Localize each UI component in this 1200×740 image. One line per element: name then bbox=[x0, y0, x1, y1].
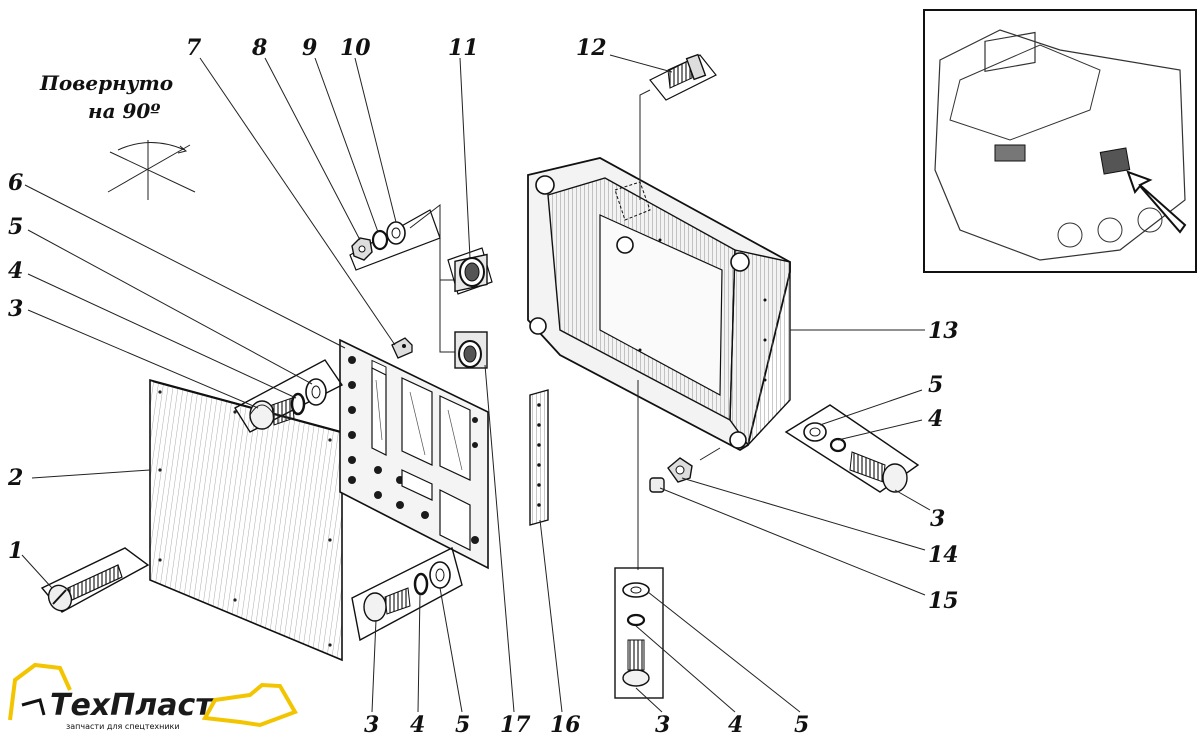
label-5-right: 5 bbox=[928, 372, 943, 398]
instrument-mounting-plate bbox=[339, 338, 489, 570]
front-cover-panel bbox=[149, 378, 347, 662]
slotted-screw bbox=[40, 547, 150, 613]
label-5-bottom-left: 5 bbox=[455, 712, 470, 738]
electrical-connector-lower bbox=[439, 280, 488, 369]
label-5: 5 bbox=[8, 214, 23, 240]
label-15: 15 bbox=[928, 588, 959, 614]
part-labels: 1 2 3 4 5 6 7 8 9 10 11 12 13 5 4 3 14 1… bbox=[7, 35, 959, 738]
label-6: 6 bbox=[8, 170, 23, 196]
vehicle-location-inset bbox=[923, 9, 1197, 273]
instrument-housing-box bbox=[527, 157, 791, 452]
rotation-note: Повернуто на 90º bbox=[39, 71, 196, 200]
small-bracket bbox=[391, 337, 413, 359]
label-3-bottom-left: 3 bbox=[364, 712, 379, 738]
label-3: 3 bbox=[8, 296, 23, 322]
rotation-axes-icon bbox=[107, 140, 196, 200]
label-4-right: 4 bbox=[928, 406, 943, 432]
techplast-logo: ТехПласт запчасти для спецтехники bbox=[8, 662, 298, 731]
excavator-arm-icon bbox=[8, 662, 72, 721]
label-12: 12 bbox=[576, 35, 607, 61]
gasket-strip bbox=[529, 389, 549, 526]
screw-washer-set-upper bbox=[234, 359, 344, 433]
nut-washer-set bbox=[349, 203, 455, 281]
label-3-bottom-right: 3 bbox=[655, 712, 670, 738]
logo-name: ТехПласт bbox=[50, 688, 214, 723]
label-14: 14 bbox=[928, 542, 959, 568]
label-17: 17 bbox=[500, 712, 531, 738]
rotation-note-line1: Повернуто bbox=[39, 71, 173, 95]
top-bolt bbox=[639, 53, 717, 200]
label-9: 9 bbox=[302, 35, 317, 61]
label-13: 13 bbox=[928, 318, 959, 344]
label-11: 11 bbox=[448, 35, 479, 61]
label-10: 10 bbox=[340, 35, 371, 61]
label-3-right: 3 bbox=[930, 506, 945, 532]
label-16: 16 bbox=[550, 712, 581, 738]
rotation-note-line2: на 90º bbox=[88, 99, 160, 123]
label-7: 7 bbox=[186, 35, 202, 61]
screw-washer-set-lower bbox=[351, 546, 463, 642]
screw-washer-set-bottom bbox=[614, 380, 664, 699]
location-arrow-icon bbox=[1126, 170, 1187, 234]
label-4-bottom-right: 4 bbox=[728, 712, 743, 738]
leader-lines bbox=[21, 54, 931, 713]
label-5-bottom-right: 5 bbox=[794, 712, 809, 738]
electrical-connector bbox=[447, 247, 493, 295]
logo-tagline: запчасти для спецтехники bbox=[66, 722, 180, 731]
label-8: 8 bbox=[251, 35, 267, 61]
label-4-bottom-left: 4 bbox=[410, 712, 425, 738]
loader-bucket-icon bbox=[201, 682, 298, 728]
label-2: 2 bbox=[7, 465, 23, 491]
screw-washer-set-right bbox=[784, 404, 920, 493]
label-4: 4 bbox=[8, 258, 23, 284]
label-1: 1 bbox=[8, 538, 23, 564]
plug-and-nut bbox=[649, 447, 721, 493]
